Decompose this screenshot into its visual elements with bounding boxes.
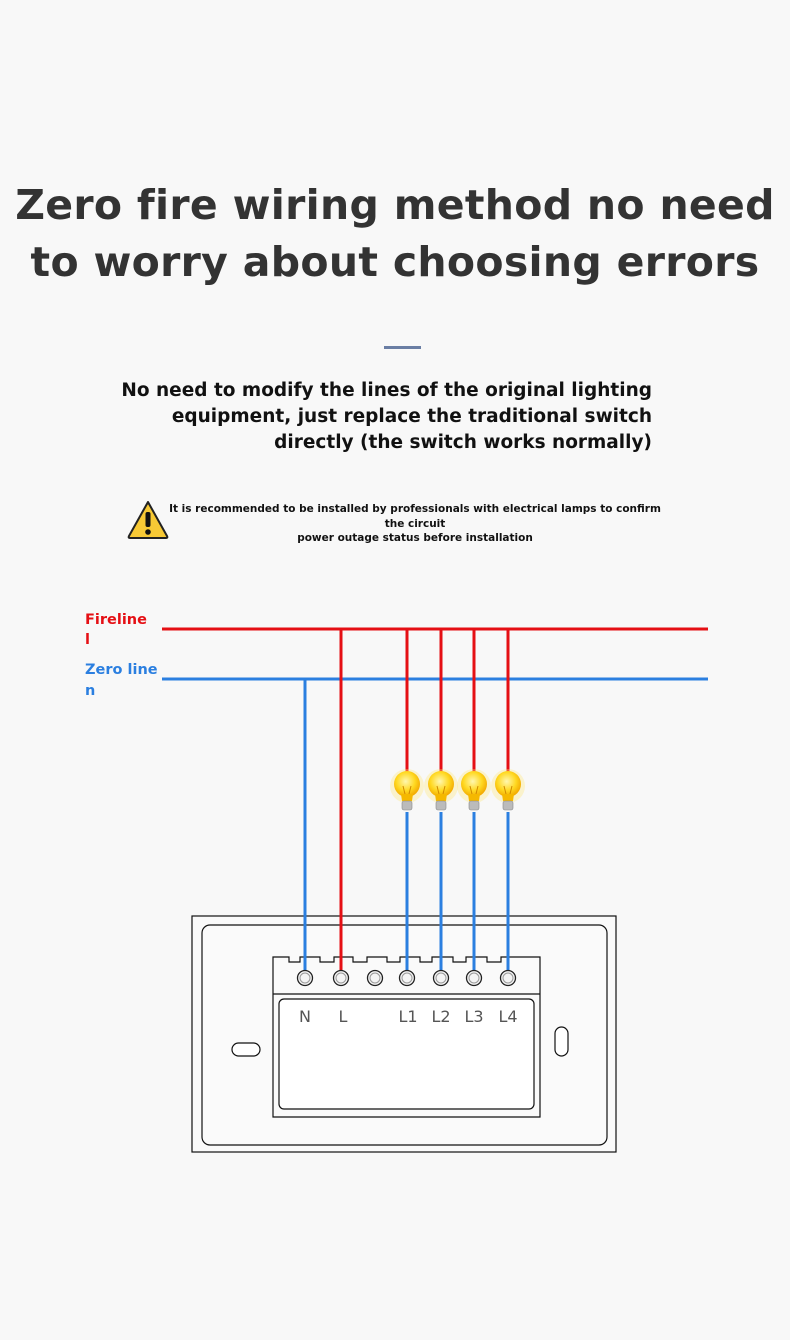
- warning-line-1: It is recommended to be installed by pro…: [169, 503, 661, 530]
- zeroline-label-sub: n: [85, 683, 95, 699]
- title-line-1: Zero fire wiring method no need: [15, 181, 775, 229]
- title-line-2: to worry about choosing errors: [30, 238, 760, 286]
- warning-line-2: power outage status before installation: [297, 532, 533, 544]
- terminal-label-l: L: [339, 1007, 348, 1026]
- fireline-label-sub: l: [85, 632, 90, 648]
- subtitle-line-1: No need to modify the lines of the origi…: [121, 380, 652, 401]
- terminal-label-l4: L4: [498, 1007, 517, 1026]
- subtitle: No need to modify the lines of the origi…: [121, 378, 652, 456]
- fireline-label: Fireline: [85, 612, 147, 628]
- light-bulb-icon: [424, 769, 458, 811]
- zeroline-label: Zero line: [85, 662, 158, 678]
- terminal-label-l2: L2: [431, 1007, 450, 1026]
- terminal-label-l3: L3: [464, 1007, 483, 1026]
- page-title: Zero fire wiring method no need to worry…: [0, 177, 790, 291]
- subtitle-line-3: directly (the switch works normally): [274, 432, 652, 453]
- light-bulb-icon: [491, 769, 525, 811]
- light-bulb-icon: [457, 769, 491, 811]
- wires: [162, 627, 708, 978]
- terminal-label-n: N: [299, 1007, 311, 1026]
- subtitle-line-2: equipment, just replace the traditional …: [171, 406, 652, 427]
- terminals: [296, 969, 517, 987]
- warning-triangle-icon: [127, 501, 169, 539]
- terminal-label-l1: L1: [398, 1007, 417, 1026]
- warning-text: It is recommended to be installed by pro…: [160, 502, 670, 546]
- title-divider: [384, 346, 421, 349]
- switch-plate: [191, 915, 617, 1153]
- light-bulb-icon: [390, 769, 424, 811]
